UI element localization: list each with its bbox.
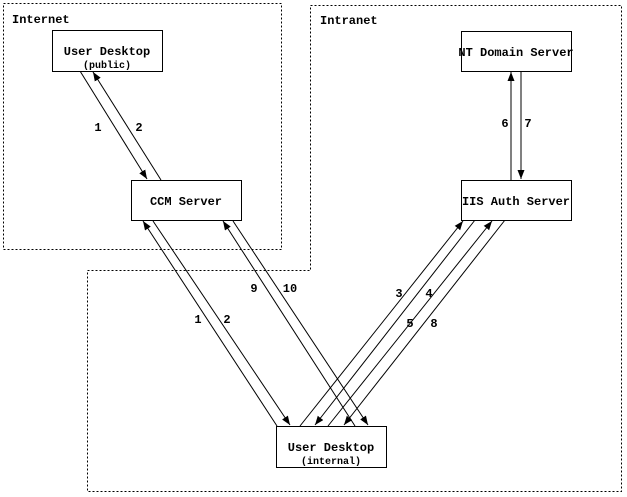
node-user-desktop-internal: User Desktop (internal) bbox=[276, 426, 387, 468]
arrow-internal-desktop-to-iis-5 bbox=[327, 220, 493, 427]
arrow-label-6: 6 bbox=[501, 117, 508, 131]
user-desktop-public-title: User Desktop bbox=[64, 45, 150, 59]
arrow-internal-desktop-to-iis-3 bbox=[299, 220, 464, 427]
arrow-label-public-1: 1 bbox=[94, 121, 101, 135]
arrow-iis-to-internal-desktop-4 bbox=[314, 219, 476, 426]
arrow-label-8: 8 bbox=[430, 317, 437, 331]
arrow-label-10: 10 bbox=[283, 282, 297, 296]
arrow-label-internal-1: 1 bbox=[194, 313, 201, 327]
user-desktop-public-box bbox=[52, 30, 163, 72]
arrow-ccm-to-public-desktop bbox=[92, 71, 162, 181]
arrow-public-desktop-to-ccm bbox=[79, 70, 148, 180]
ccm-server-box bbox=[131, 180, 242, 221]
iis-auth-server-title: IIS Auth Server bbox=[462, 195, 570, 209]
node-user-desktop-public: User Desktop (public) bbox=[52, 30, 163, 72]
iis-auth-server-box bbox=[461, 180, 572, 221]
node-ccm-server: CCM Server bbox=[131, 180, 242, 221]
user-desktop-internal-subtitle: (internal) bbox=[301, 456, 361, 468]
node-iis-auth-server: IIS Auth Server bbox=[461, 180, 572, 221]
internet-region-label: Internet bbox=[12, 13, 70, 27]
arrow-label-7: 7 bbox=[524, 117, 531, 131]
arrow-internal-desktop-to-ccm-1 bbox=[142, 220, 278, 427]
arrow-label-9: 9 bbox=[250, 282, 257, 296]
user-desktop-public-subtitle: (public) bbox=[83, 60, 131, 72]
internet-region-border bbox=[3, 3, 282, 250]
user-desktop-internal-title: User Desktop bbox=[288, 441, 374, 455]
arrow-ccm-to-internal-desktop-10 bbox=[232, 220, 369, 426]
nt-domain-server-title: NT Domain Server bbox=[458, 46, 573, 60]
nt-domain-server-box bbox=[461, 31, 572, 72]
arrow-label-3: 3 bbox=[395, 287, 402, 301]
arrow-internal-desktop-to-ccm-9 bbox=[222, 220, 356, 427]
intranet-region-label: Intranet bbox=[320, 14, 378, 28]
arrow-iis-to-internal-desktop-8 bbox=[343, 219, 506, 426]
arrow-label-internal-2: 2 bbox=[223, 313, 230, 327]
arrow-label-4: 4 bbox=[425, 287, 432, 301]
ccm-server-title: CCM Server bbox=[150, 195, 222, 209]
arrow-label-public-2: 2 bbox=[135, 121, 142, 135]
intranet-region-border bbox=[87, 5, 622, 492]
user-desktop-internal-box bbox=[276, 426, 387, 468]
arrow-label-5: 5 bbox=[406, 317, 413, 331]
node-nt-domain-server: NT Domain Server bbox=[458, 31, 574, 72]
arrow-ccm-to-internal-desktop-2 bbox=[152, 220, 291, 426]
